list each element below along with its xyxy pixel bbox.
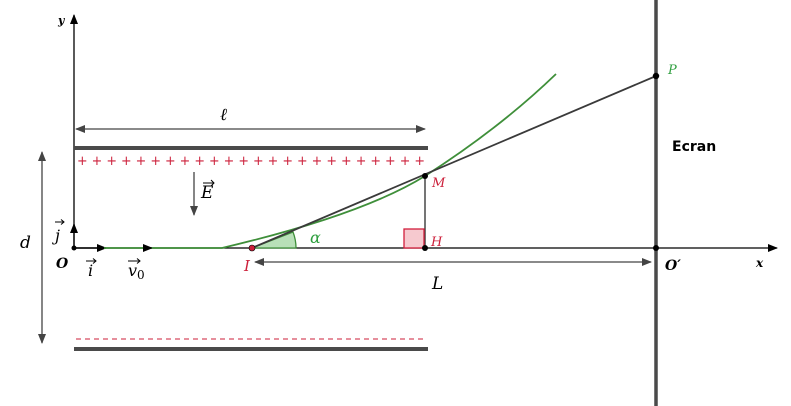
point-P: [652, 72, 660, 80]
point-H: [422, 245, 428, 251]
velocity-label: v0: [128, 261, 145, 282]
origin-label: O: [56, 256, 69, 272]
point-O-prime-label: O′: [665, 258, 681, 274]
screen-label: Ecran: [672, 139, 716, 155]
plate-gap-label: d: [20, 233, 31, 253]
upper-plate-charges: + + + + + + + + + + + + + + + + + + + + …: [77, 154, 425, 169]
y-axis-label: y: [57, 14, 66, 27]
right-angle-marker: [403, 228, 425, 249]
point-M: [422, 173, 428, 179]
x-axis-label: x: [755, 256, 764, 270]
plate-length-label: ℓ: [220, 105, 227, 125]
point-P-label: P: [667, 63, 677, 78]
distance-L-label: L: [431, 274, 443, 294]
point-O-prime: [653, 245, 659, 251]
point-M-label: M: [431, 176, 446, 191]
point-H-label: H: [430, 235, 443, 250]
unit-j-label: j: [52, 226, 60, 245]
point-I: [248, 244, 256, 252]
point-I-label: I: [243, 257, 251, 275]
field-label: E: [200, 183, 214, 203]
unit-i-label: i: [88, 261, 93, 280]
angle-alpha-label: α: [310, 228, 321, 247]
origin-point: [71, 245, 77, 251]
tangent-line: [251, 75, 657, 249]
